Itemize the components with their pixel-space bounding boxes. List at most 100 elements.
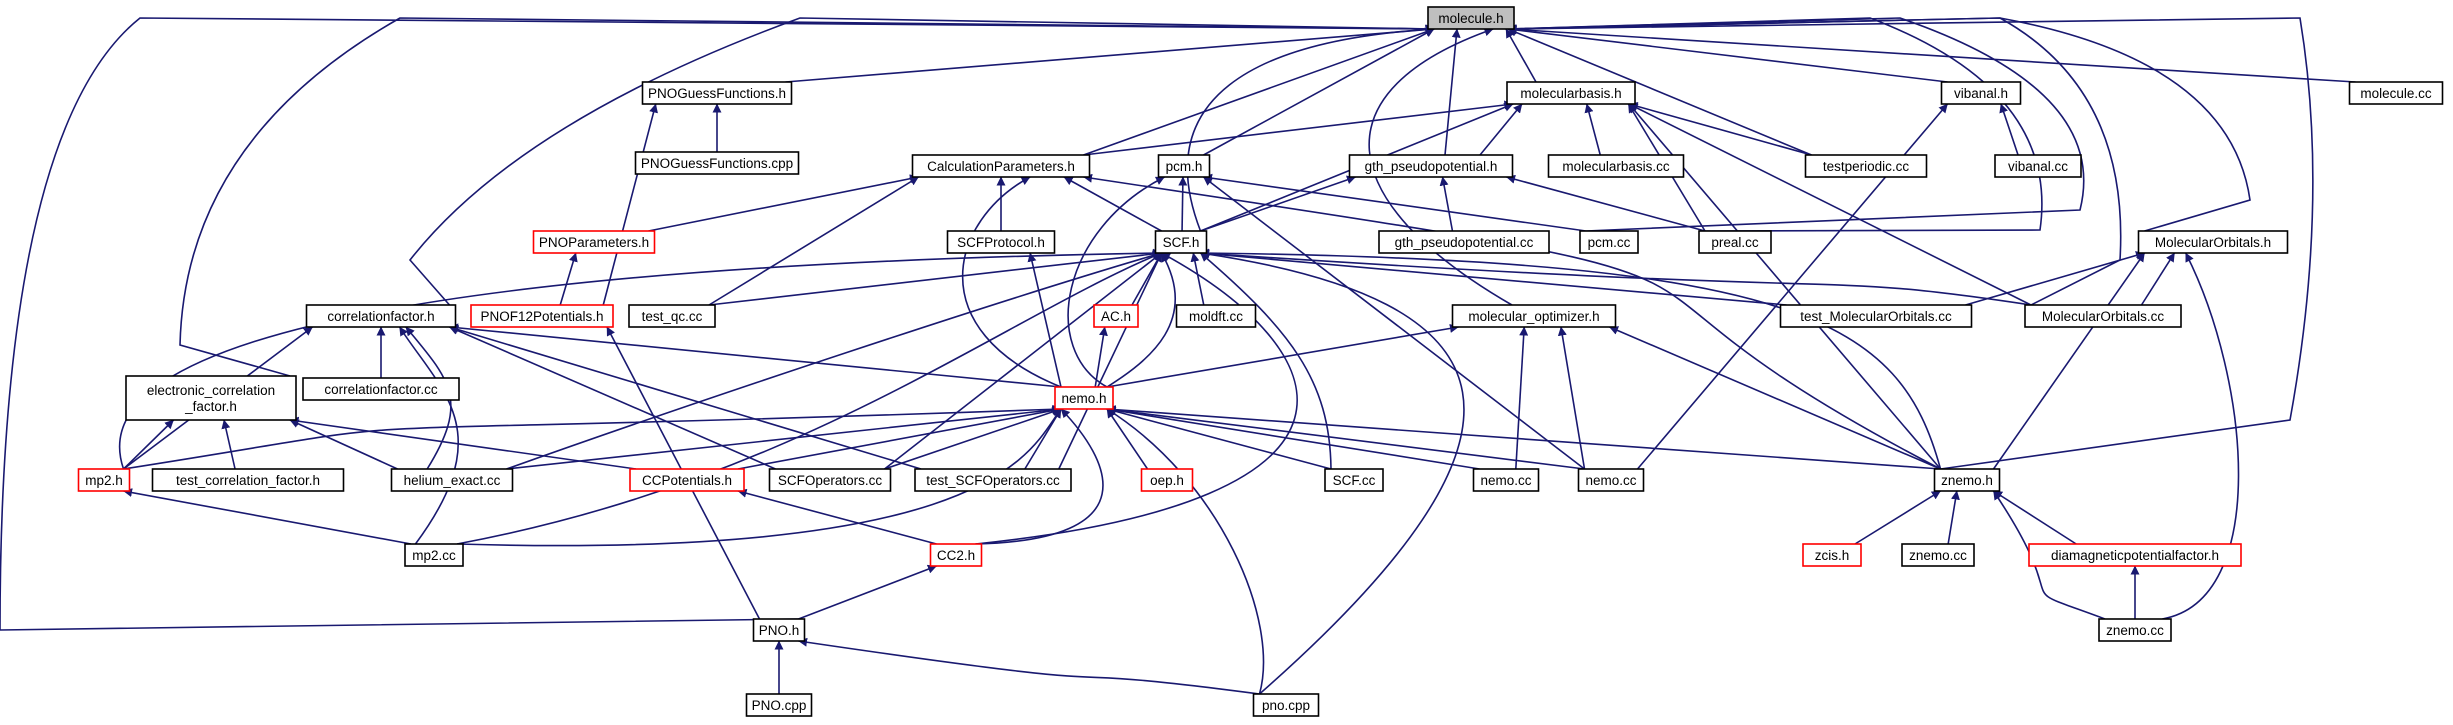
node-pcm-cc[interactable]: pcm.cc [1579, 230, 1639, 254]
node-testperiodic-cc[interactable]: testperiodic.cc [1804, 154, 1928, 178]
node-gth-cc[interactable]: gth_pseudopotential.cc [1378, 230, 1550, 254]
node-moldft-cc[interactable]: moldft.cc [1175, 304, 1257, 328]
edge-scfoperators-cc-to-corrfactor-h [449, 326, 776, 470]
node-corrfactor-h[interactable]: correlationfactor.h [305, 304, 457, 328]
node-mp2-h[interactable]: mp2.h [77, 468, 131, 492]
node-pno-cpp2[interactable]: pno.cpp [1252, 693, 1320, 717]
node-label: oep.h [1150, 473, 1184, 488]
node-box [1093, 304, 1139, 328]
edge-mp2-cc-to-scf-h [456, 252, 1162, 545]
node-zcis-h[interactable]: zcis.h [1802, 543, 1862, 567]
edge-nemo-h-to-ac-h [1094, 326, 1108, 388]
node-label: gth_pseudopotential.cc [1395, 235, 1534, 250]
node-label: test_qc.cc [642, 309, 703, 324]
node-vibanal-cc[interactable]: vibanal.cc [1994, 154, 2082, 178]
node-molopt-h[interactable]: molecular_optimizer.h [1451, 304, 1617, 328]
node-box [1804, 154, 1928, 178]
node-testmolorb-cc[interactable]: test_MolecularOrbitals.cc [1779, 304, 1973, 328]
edge-oep-h-to-nemo-h [1106, 408, 1149, 470]
node-label: PNO.h [759, 623, 800, 638]
edge-nemo-h-to-corrfactor-h [449, 323, 1062, 388]
node-pcm-h[interactable]: pcm.h [1157, 154, 1211, 178]
node-box [1577, 468, 1645, 492]
node-pnof12-h[interactable]: PNOF12Potentials.h [470, 304, 614, 328]
node-scfprotocol-h[interactable]: SCFProtocol.h [946, 230, 1056, 254]
edge-nemo-cc2-to-nemo-h [1106, 405, 1585, 470]
node-gth-h[interactable]: gth_pseudopotential.h [1348, 154, 1514, 178]
edge-pnof12-h-to-pnoparams-h [559, 252, 578, 306]
edge-znemo-h-to-nemo-h [1106, 405, 1941, 470]
edge-calcparams-h-to-molecule-h [1083, 27, 1435, 156]
node-molorbitals-h[interactable]: MolecularOrbitals.h [2137, 230, 2289, 254]
node-znemo-h[interactable]: znemo.h [1933, 468, 2001, 492]
node-molecularbasis-cc[interactable]: molecularbasis.cc [1547, 154, 1685, 178]
node-label: AC.h [1101, 309, 1131, 324]
node-pnoparams-h[interactable]: PNOParameters.h [532, 230, 656, 254]
node-scf-cc[interactable]: SCF.cc [1324, 468, 1384, 492]
edge-testscfops-cc-to-corrfactor-h [449, 325, 922, 470]
node-calcparams-h[interactable]: CalculationParameters.h [911, 154, 1091, 178]
node-ecf-h[interactable]: electronic_correlation_factor.h [125, 375, 297, 421]
node-box [1378, 230, 1550, 254]
node-oep-h[interactable]: oep.h [1140, 468, 1194, 492]
edge-molorbitals-h-to-molecule-h [1507, 17, 2251, 232]
node-box [390, 468, 514, 492]
edge-testmolorb-cc-to-scf-h [1200, 249, 1787, 306]
edge-scf-h-to-pcm-h [1178, 176, 1188, 232]
node-label: test_correlation_factor.h [176, 473, 320, 488]
node-box [914, 468, 1072, 492]
node-vibanal-h[interactable]: vibanal.h [1940, 81, 2022, 105]
node-nemo-cc1[interactable]: nemo.cc [1472, 468, 1540, 492]
edge-pno-h-to-cc2-h [798, 564, 937, 620]
node-label: znemo.cc [1909, 548, 1967, 563]
edge-mp2-h-to-scf-h [118, 248, 1162, 470]
node-ac-h[interactable]: AC.h [1093, 304, 1139, 328]
node-nemo-cc2[interactable]: nemo.cc [1577, 468, 1645, 492]
node-pnoguess-h[interactable]: PNOGuessFunctions.h [641, 81, 793, 105]
node-label: test_MolecularOrbitals.cc [1800, 309, 1952, 324]
edge-molecularbasis-h-to-molecule-h [1505, 28, 1537, 83]
edge-nemo-h-to-pcm-h [1067, 176, 1165, 388]
edge-diamag-h-to-znemo-h [1993, 490, 2077, 545]
edge-scf-cc-to-scf-h [1199, 252, 1332, 470]
node-pnoguess-cpp[interactable]: PNOGuessFunctions.cpp [634, 151, 800, 175]
node-box [929, 543, 983, 567]
node-box [634, 151, 800, 175]
edge-vibanal-cc-to-vibanal-h [1999, 103, 2019, 156]
node-scf-h[interactable]: SCF.h [1154, 230, 1208, 254]
node-pno-h[interactable]: PNO.h [752, 618, 806, 642]
node-cc2-h[interactable]: CC2.h [929, 543, 983, 567]
node-scfoperators-cc[interactable]: SCFOperators.cc [768, 468, 892, 492]
node-label: MolecularOrbitals.h [2155, 235, 2271, 250]
node-znemo-cc2[interactable]: znemo.cc [2098, 618, 2172, 642]
node-testscfops-cc[interactable]: test_SCFOperators.cc [914, 468, 1072, 492]
node-diamag-h[interactable]: diamagneticpotentialfactor.h [2028, 543, 2242, 567]
node-testcf-h[interactable]: test_correlation_factor.h [151, 468, 345, 492]
edge-pno-cpp2-to-scf-h [1200, 249, 1465, 695]
node-box [2348, 81, 2444, 105]
edge-molorbitals-cc-to-molecularbasis-h [1628, 103, 2032, 306]
node-pno-cpp[interactable]: PNO.cpp [745, 693, 813, 717]
node-molorbitals-cc[interactable]: MolecularOrbitals.cc [2024, 304, 2182, 328]
edge-nemo-cc1-to-molopt-h [1515, 326, 1529, 470]
edge-ccpotentials-h-to-nemo-h [737, 406, 1062, 470]
node-label: pcm.cc [1588, 235, 1631, 250]
edge-testcf-h-to-ecf-h [221, 419, 236, 470]
node-corrfactor-cc[interactable]: correlationfactor.cc [302, 377, 460, 401]
node-znemo-cc1[interactable]: znemo.cc [1901, 543, 1975, 567]
node-molecule-h[interactable]: molecule.h [1427, 6, 1515, 30]
node-molecule-cc[interactable]: molecule.cc [2348, 81, 2444, 105]
edge-gth-h-to-molecule-h [1444, 28, 1461, 156]
node-preal-cc[interactable]: preal.cc [1698, 230, 1772, 254]
edge-nemo-cc2-to-pcm-h [1203, 176, 1585, 470]
node-heliumexact-cc[interactable]: helium_exact.cc [390, 468, 514, 492]
node-molecularbasis-h[interactable]: molecularbasis.h [1506, 81, 1636, 105]
node-nemo-h[interactable]: nemo.h [1054, 386, 1114, 410]
node-testqc-cc[interactable]: test_qc.cc [628, 304, 716, 328]
node-label: mp2.h [85, 473, 123, 488]
node-ccpotentials-h[interactable]: CCPotentials.h [629, 468, 745, 492]
node-box [768, 468, 892, 492]
node-mp2-cc[interactable]: mp2.cc [404, 543, 464, 567]
